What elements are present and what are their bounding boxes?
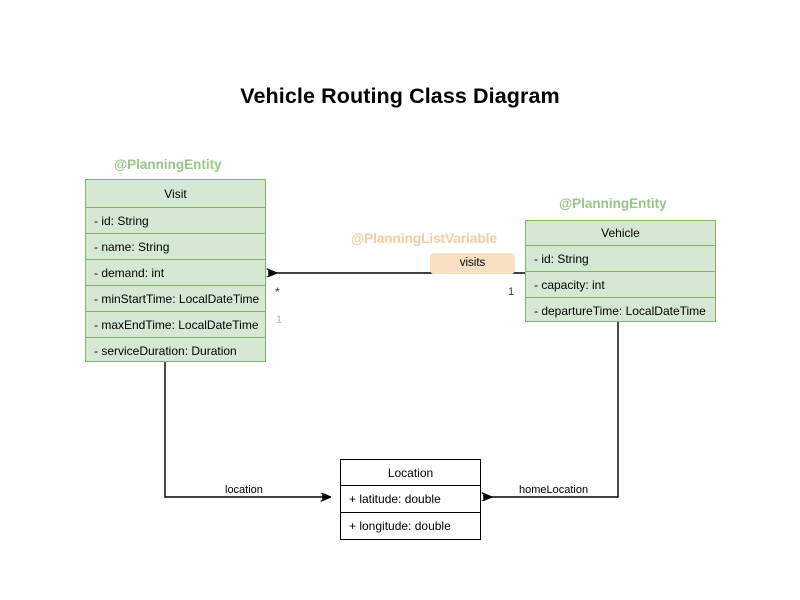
- class-attribute: - maxEndTime: LocalDateTime: [86, 311, 265, 337]
- edge-location: [164, 362, 330, 497]
- class-box-visit[interactable]: Visit - id: String - name: String - dema…: [85, 179, 266, 362]
- edge-home-location: [491, 322, 619, 497]
- class-attribute: + latitude: double: [341, 485, 480, 512]
- class-attribute: - demand: int: [86, 259, 265, 285]
- class-box-location[interactable]: Location + latitude: double + longitude:…: [340, 459, 481, 540]
- stereotype-label-visit: @PlanningEntity: [114, 157, 222, 172]
- stereotype-label-vehicle: @PlanningEntity: [559, 196, 667, 211]
- class-attribute: - name: String: [86, 233, 265, 259]
- multiplicity-visit-location-side: 1: [276, 314, 283, 326]
- class-name-location: Location: [387, 465, 434, 480]
- multiplicity-visit-side: *: [275, 285, 280, 299]
- class-box-vehicle[interactable]: Vehicle - id: String - capacity: int - d…: [525, 220, 716, 322]
- edge-label-home-location: homeLocation: [519, 484, 589, 496]
- page-title: Vehicle Routing Class Diagram: [240, 84, 560, 108]
- edge-label-location: location: [225, 484, 263, 496]
- multiplicity-vehicle-side: 1: [508, 286, 515, 298]
- class-attribute: - id: String: [526, 245, 715, 271]
- class-attribute: - minStartTime: LocalDateTime: [86, 285, 265, 311]
- class-attribute: - capacity: int: [526, 271, 715, 297]
- stereotype-label-planning-list-variable: @PlanningListVariable: [351, 231, 497, 246]
- association-badge-visits[interactable]: visits: [430, 253, 515, 274]
- class-name-visit: Visit: [164, 186, 187, 201]
- class-attribute: - departureTime: LocalDateTime: [526, 297, 715, 323]
- class-name-vehicle: Vehicle: [601, 226, 640, 240]
- class-attribute: + longitude: double: [341, 512, 480, 539]
- class-attribute: - id: String: [86, 207, 265, 233]
- class-attribute: - serviceDuration: Duration: [86, 337, 265, 363]
